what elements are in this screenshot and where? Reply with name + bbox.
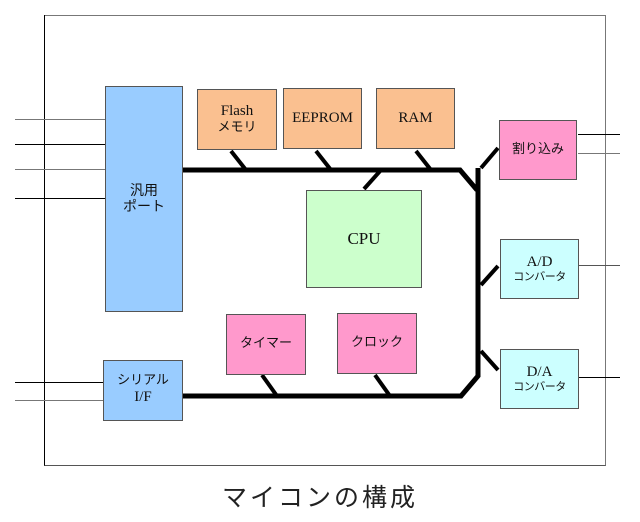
cpu-block: CPU [306,190,422,288]
adc-block: A/D コンバータ [500,239,579,299]
flash-memory-block: Flash メモリ [197,89,277,150]
clock-label: クロック [350,335,403,351]
ram-bus-stub [414,149,433,172]
gpio-label-line1: 汎用 [130,182,158,199]
flash-bus-stub [229,149,248,172]
interrupt-bus-stub [479,146,500,170]
serial-if-block: シリアル I/F [103,360,183,421]
timer-block: タイマー [226,314,306,375]
clock-block: クロック [337,313,417,374]
interrupt-label: 割り込み [511,141,564,157]
diagram-caption: マイコンの構成 [221,483,418,512]
eeprom-bus-stub [314,149,333,172]
clock-bus-stub [373,373,392,398]
eeprom-block: EEPROM [283,88,362,149]
ram-block: RAM [376,88,455,149]
gpio-label-line2: ポート [123,199,165,215]
interrupt-block: 割り込み [499,120,577,180]
timer-label: タイマー [239,336,292,352]
dac-bus-stub [479,349,500,372]
upper-bus [183,167,479,192]
dac-block: D/A コンバータ [500,349,579,409]
cpu-label: CPU [347,229,381,249]
gpio-port-block: 汎用 ポート [105,86,183,312]
cpu-bus-stub [362,168,383,191]
serial-label-line2: I/F [134,389,152,406]
flash-label-line2: メモリ [217,119,257,135]
system-bus [183,167,481,399]
serial-label-line1: シリアル [117,373,169,389]
adc-label-line2: コンバータ [513,270,566,284]
flash-label-line1: Flash [220,103,254,120]
adc-bus-stub [479,264,500,287]
ram-label: RAM [398,109,433,126]
dac-label-line2: コンバータ [513,380,566,394]
dac-label-line1: D/A [526,364,553,381]
timer-bus-stub [260,373,279,398]
lower-bus [183,374,481,399]
eeprom-label: EEPROM [292,109,353,126]
adc-label-line1: A/D [526,254,553,271]
